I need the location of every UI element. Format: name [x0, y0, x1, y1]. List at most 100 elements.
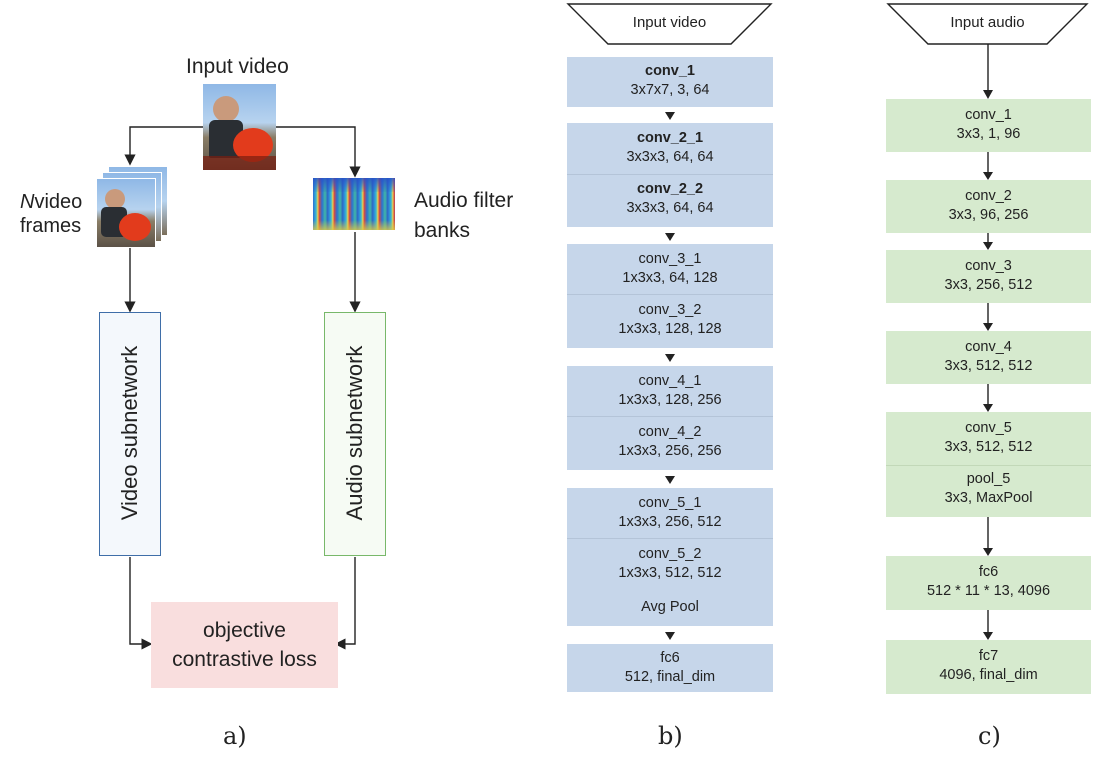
layer-params: 3x3, 512, 512: [944, 439, 1033, 455]
panel-b-input-label: Input video: [632, 14, 707, 31]
layer-name: conv_2_1: [636, 130, 704, 146]
video-subnetwork-box: Video subnetwork: [99, 312, 161, 556]
video-layer-group-conv5: conv_5_1 1x3x3, 256, 512 conv_5_2 1x3x3,…: [567, 488, 773, 626]
layer-name: conv_3_1: [638, 251, 702, 267]
layer-name: conv_4: [965, 339, 1012, 355]
layer-conv_2_2: conv_2_2 3x3x3, 64, 64: [567, 180, 773, 218]
layer-conv_1: conv_1 3x7x7, 3, 64: [567, 62, 773, 100]
audio-layer-conv2: conv_2 3x3, 96, 256: [886, 180, 1091, 233]
video-frames-stack: [96, 166, 168, 248]
layer-name: fc6: [660, 650, 680, 666]
layer-name: fc7: [978, 648, 999, 664]
divider: [567, 538, 773, 539]
layer-name: conv_5_1: [638, 495, 702, 511]
layer-params: 3x3, 512, 512: [944, 358, 1033, 374]
layer-params: 1x3x3, 128, 128: [618, 321, 722, 337]
audio-banks-line2: banks: [414, 219, 471, 242]
layer-name: conv_5: [965, 420, 1012, 436]
layer-conv_5_2: conv_5_2 1x3x3, 512, 512: [567, 545, 773, 583]
layer-conv_5: conv_5 3x3, 512, 512: [886, 419, 1091, 457]
audio-layer-conv4: conv_4 3x3, 512, 512: [886, 331, 1091, 384]
layer-params: 3x3, 96, 256: [948, 207, 1029, 223]
layer-params: 1x3x3, 512, 512: [618, 565, 722, 581]
audio-banks-line1: Audio filter: [414, 189, 514, 212]
layer-avg-pool: Avg Pool: [567, 598, 773, 617]
layer-name: conv_2_2: [636, 181, 704, 197]
layer-params: 3x3, 1, 96: [956, 126, 1021, 142]
caption-c: c): [978, 722, 1001, 750]
layer-name: conv_5_2: [638, 546, 702, 562]
layer-name: conv_4_1: [638, 373, 702, 389]
layer-name: Avg Pool: [641, 599, 699, 615]
video-layer-group-fc6: fc6 512, final_dim: [567, 644, 773, 692]
layer-fc6: fc6 512 * 11 * 13, 4096: [886, 563, 1091, 601]
layer-params: 1x3x3, 128, 256: [618, 392, 722, 408]
layer-conv_2: conv_2 3x3, 96, 256: [886, 187, 1091, 225]
audio-filter-banks-label: Audio filter banks: [414, 186, 513, 246]
divider: [886, 465, 1091, 466]
input-video-label: Input video: [186, 55, 289, 78]
audio-spectrogram: [313, 178, 395, 230]
layer-conv_3_2: conv_3_2 1x3x3, 128, 128: [567, 301, 773, 339]
divider: [567, 294, 773, 295]
layer-params: 1x3x3, 64, 128: [622, 270, 718, 286]
layer-conv_4_1: conv_4_1 1x3x3, 128, 256: [567, 372, 773, 410]
video-layer-group-conv4: conv_4_1 1x3x3, 128, 256 conv_4_2 1x3x3,…: [567, 366, 773, 470]
caption-a: a): [223, 722, 247, 750]
audio-layer-fc6: fc6 512 * 11 * 13, 4096: [886, 556, 1091, 610]
layer-conv_3_1: conv_3_1 1x3x3, 64, 128: [567, 250, 773, 288]
audio-subnetwork-box: Audio subnetwork: [324, 312, 386, 556]
layer-params: 3x3x3, 64, 64: [626, 200, 714, 216]
layer-name: conv_3_2: [638, 302, 702, 318]
layer-name: pool_5: [966, 471, 1011, 487]
loss-line2: contrastive loss: [172, 648, 317, 671]
layer-conv_5_1: conv_5_1 1x3x3, 256, 512: [567, 494, 773, 532]
layer-params: 3x3, 256, 512: [944, 277, 1033, 293]
layer-params: 4096, final_dim: [939, 667, 1038, 683]
layer-name: conv_2: [965, 188, 1012, 204]
divider: [567, 416, 773, 417]
layer-conv_3: conv_3 3x3, 256, 512: [886, 257, 1091, 295]
layer-name: conv_1: [965, 107, 1012, 123]
layer-params: 3x3x3, 64, 64: [626, 149, 714, 165]
caption-b: b): [658, 722, 683, 750]
layer-fc6: fc6 512, final_dim: [567, 649, 773, 687]
layer-conv_4: conv_4 3x3, 512, 512: [886, 338, 1091, 376]
video-layer-group-conv2: conv_2_1 3x3x3, 64, 64 conv_2_2 3x3x3, 6…: [567, 123, 773, 227]
video-layer-group-conv3: conv_3_1 1x3x3, 64, 128 conv_3_2 1x3x3, …: [567, 244, 773, 348]
n-italic: N: [20, 191, 35, 213]
layer-name: conv_4_2: [638, 424, 702, 440]
layer-params: 512, final_dim: [624, 669, 716, 685]
n-frames-rest: video: [34, 191, 83, 213]
video-layer-group-conv1: conv_1 3x7x7, 3, 64: [567, 57, 773, 107]
layer-params: 1x3x3, 256, 512: [618, 514, 722, 530]
layer-conv_1: conv_1 3x3, 1, 96: [886, 106, 1091, 144]
layer-fc7: fc7 4096, final_dim: [886, 647, 1091, 685]
n-video-frames-label: Nvideo frames: [20, 190, 82, 238]
layer-conv_2_1: conv_2_1 3x3x3, 64, 64: [567, 129, 773, 167]
layer-params: 1x3x3, 256, 256: [618, 443, 722, 459]
divider: [567, 174, 773, 175]
audio-layer-group-conv5: conv_5 3x3, 512, 512 pool_5 3x3, MaxPool: [886, 412, 1091, 517]
layer-params: 512 * 11 * 13, 4096: [926, 583, 1051, 599]
input-video-thumbnail: [203, 84, 276, 170]
layer-name: conv_1: [645, 63, 695, 79]
layer-conv_4_2: conv_4_2 1x3x3, 256, 256: [567, 423, 773, 461]
layer-params: 3x7x7, 3, 64: [630, 82, 710, 98]
layer-name: conv_3: [965, 258, 1012, 274]
audio-layer-fc7: fc7 4096, final_dim: [886, 640, 1091, 694]
n-frames-line2: frames: [20, 215, 82, 237]
loss-line1: objective: [203, 619, 286, 642]
audio-layer-conv1: conv_1 3x3, 1, 96: [886, 99, 1091, 152]
layer-params: 3x3, MaxPool: [944, 490, 1033, 506]
panel-c-input-label: Input audio: [950, 14, 1025, 31]
layer-pool_5: pool_5 3x3, MaxPool: [886, 470, 1091, 508]
layer-name: fc6: [978, 564, 999, 580]
audio-layer-conv3: conv_3 3x3, 256, 512: [886, 250, 1091, 303]
contrastive-loss-box: objective contrastive loss: [151, 602, 338, 688]
